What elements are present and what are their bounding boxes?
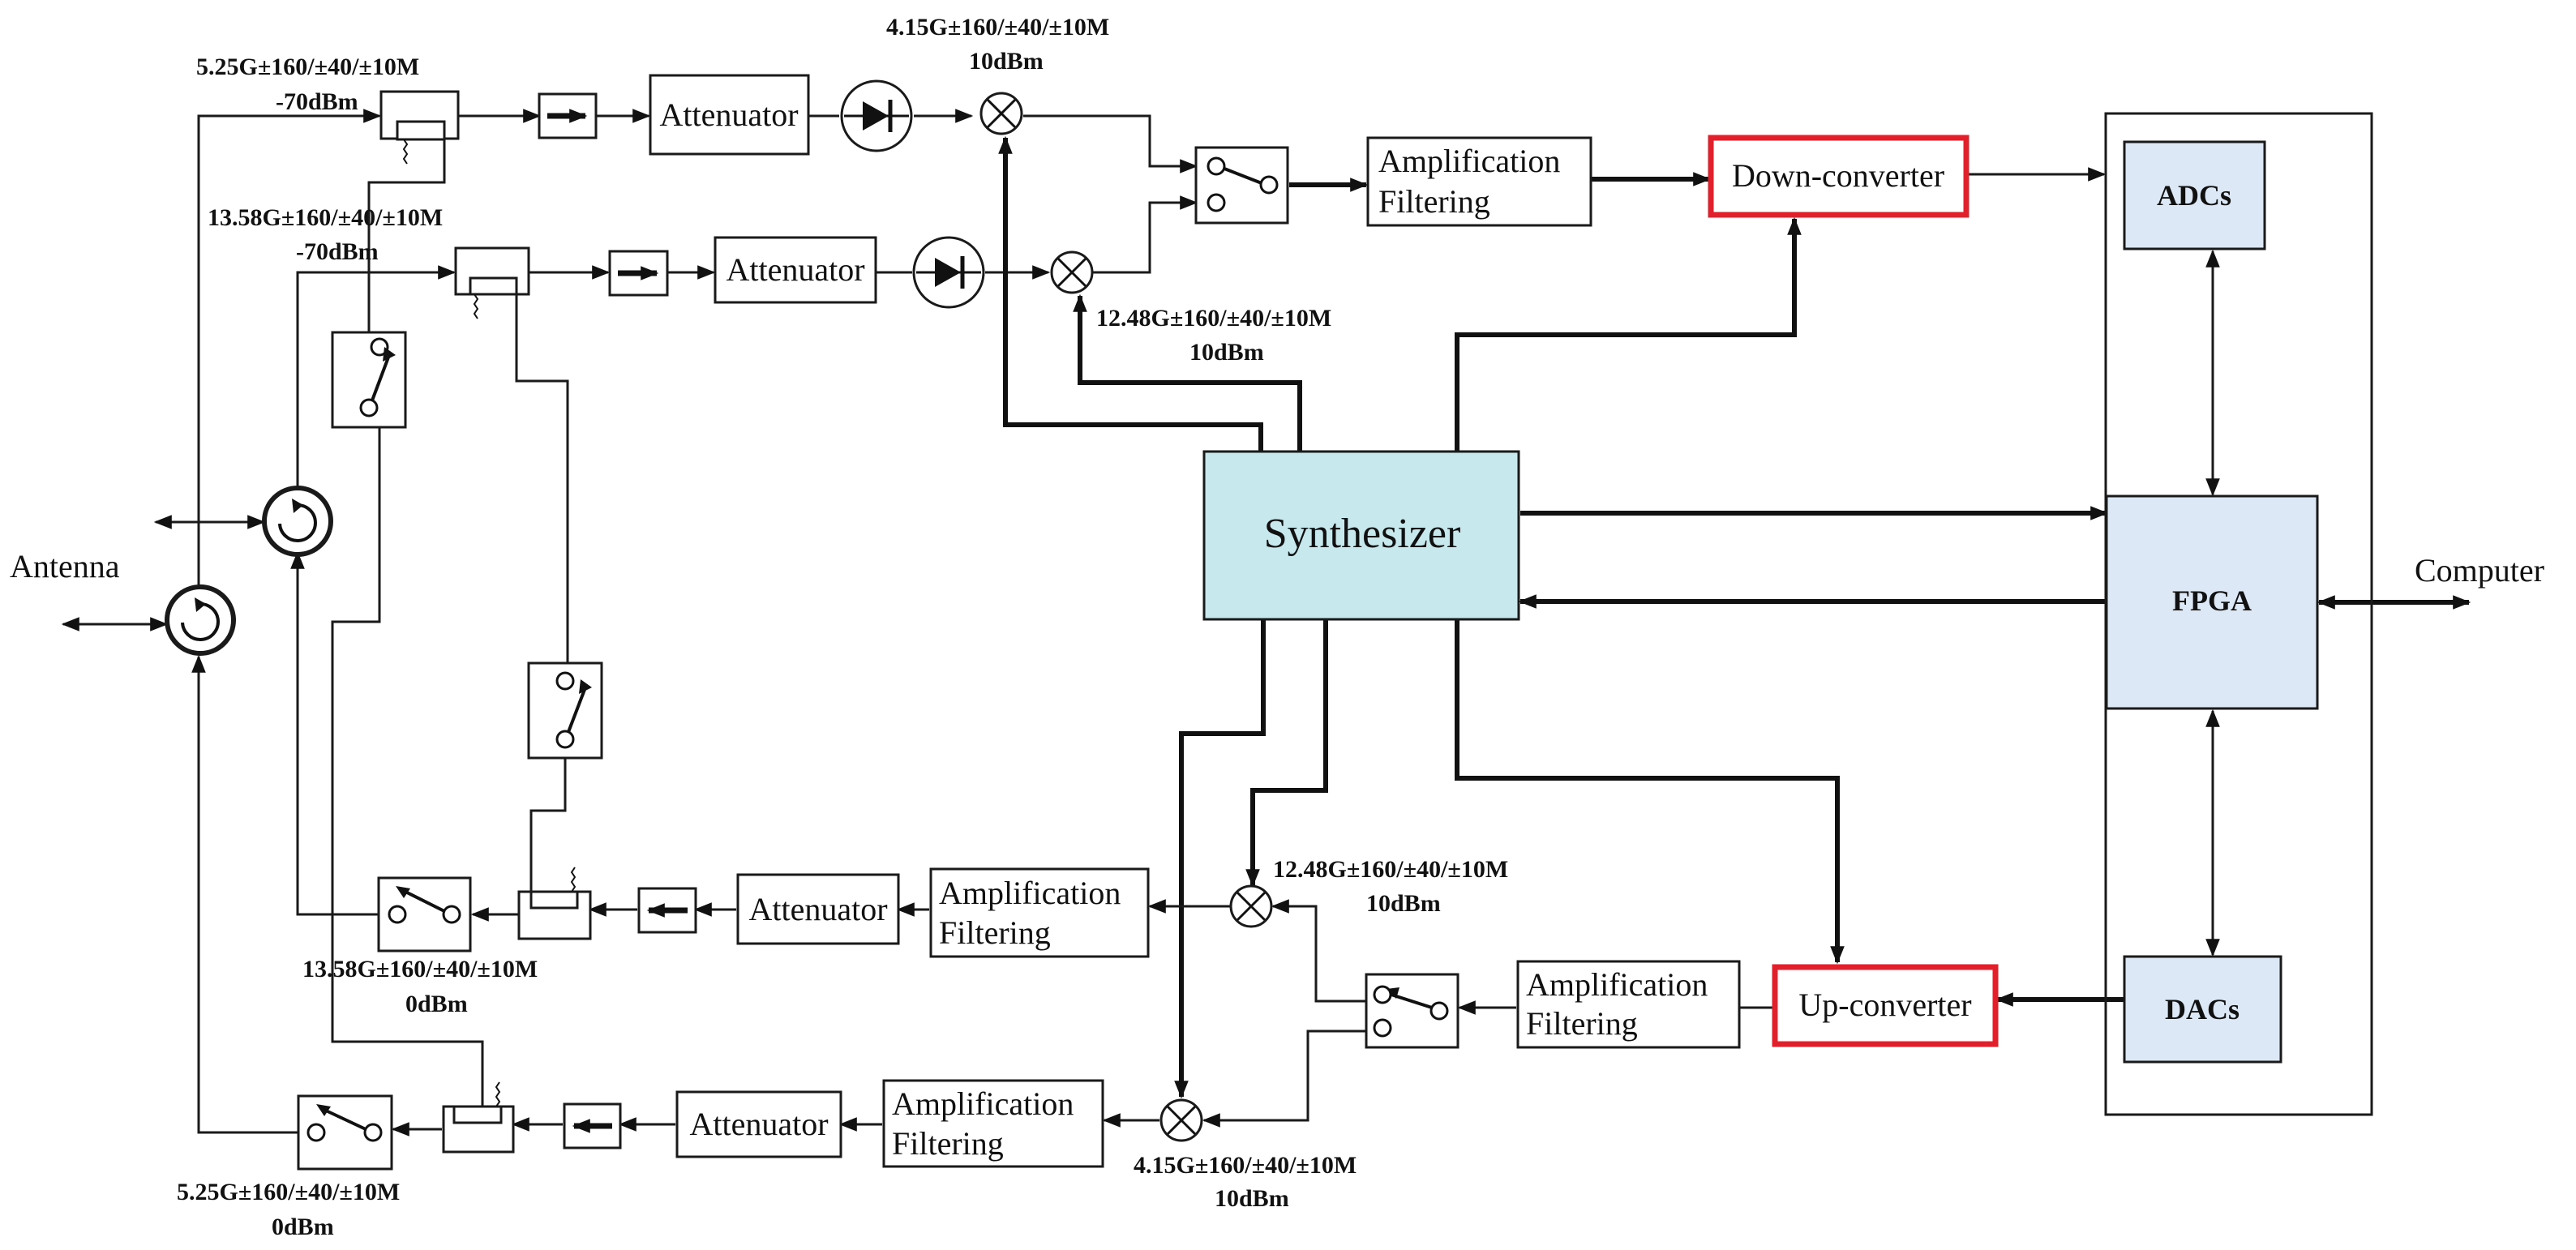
lo-wire-synth-mixer-rx415 bbox=[998, 135, 1263, 452]
amp-filter-tx1358-line2: Filtering bbox=[939, 914, 1051, 951]
amp-filter-tx525[interactable]: Amplification Filtering bbox=[882, 1079, 1104, 1168]
freq-label-rx1358-line2: -70dBm bbox=[296, 238, 379, 265]
freq-label-rx1358-line1: 13.58G±160/±40/±10M bbox=[208, 204, 443, 231]
tx1358-wire-switch-circulator bbox=[290, 550, 379, 916]
attenuator-rx1358[interactable]: Attenuator bbox=[714, 236, 877, 304]
rx1358-coupler-detector-wire bbox=[515, 293, 569, 662]
freq-label-lo-rx415-line2: 10dBm bbox=[969, 48, 1044, 75]
synthesizer-block[interactable]: Synthesizer bbox=[1202, 450, 1520, 621]
rx525-detector-to-tx1358-wire bbox=[331, 428, 484, 1107]
rf-switch-icon bbox=[527, 661, 603, 760]
antenna-label: Antenna bbox=[10, 548, 120, 584]
attenuator-rx1358-label: Attenuator bbox=[726, 251, 864, 288]
attenuator-tx525-label: Attenuator bbox=[689, 1106, 828, 1142]
isolator-icon bbox=[637, 887, 697, 934]
synthesizer-label: Synthesizer bbox=[1264, 511, 1461, 557]
tx525-wire-switch-circulator bbox=[191, 654, 298, 1134]
isolator-icon bbox=[538, 92, 598, 139]
amp-filter-tx-main-line1: Amplification bbox=[1526, 966, 1708, 1003]
dacs-block[interactable]: DACs bbox=[2123, 955, 2282, 1064]
attenuator-tx1358-label: Attenuator bbox=[748, 891, 887, 927]
isolator-icon bbox=[563, 1102, 622, 1149]
attenuator-rx525-label: Attenuator bbox=[659, 96, 798, 133]
mixer-icon bbox=[1159, 1098, 1203, 1142]
freq-label-lo-tx415-line2: 10dBm bbox=[1215, 1185, 1289, 1212]
amp-filter-tx-main-line2: Filtering bbox=[1526, 1005, 1638, 1042]
attenuator-tx1358[interactable]: Attenuator bbox=[736, 873, 900, 945]
amp-filter-tx1358[interactable]: Amplification Filtering bbox=[929, 867, 1150, 958]
fpga-block[interactable]: FPGA bbox=[2105, 494, 2319, 710]
diode-limiter-icon bbox=[840, 79, 913, 152]
freq-label-lo-rx415-line1: 4.15G±160/±40/±10M bbox=[886, 14, 1109, 41]
amp-filter-tx-main[interactable]: Amplification Filtering bbox=[1516, 960, 1741, 1049]
amp-filter-tx525-line1: Amplification bbox=[892, 1085, 1074, 1122]
down-converter-block[interactable]: Down-converter bbox=[1708, 135, 1970, 218]
rx1358-wire-mixer-switch bbox=[1092, 195, 1198, 274]
amp-filter-rx-line2: Filtering bbox=[1378, 183, 1490, 220]
freq-label-lo-tx415-line1: 4.15G±160/±40/±10M bbox=[1134, 1152, 1357, 1179]
diode-limiter-icon bbox=[912, 236, 985, 309]
amp-filter-tx525-line2: Filtering bbox=[892, 1125, 1004, 1162]
circulator-icon bbox=[262, 486, 333, 557]
adcs-block[interactable]: ADCs bbox=[2123, 140, 2266, 250]
rf-switch-icon bbox=[331, 331, 407, 429]
amp-filter-tx1358-line1: Amplification bbox=[939, 875, 1121, 911]
amp-filter-rx[interactable]: Amplification Filtering bbox=[1366, 136, 1592, 227]
directional-coupler-icon bbox=[517, 867, 592, 940]
freq-label-tx525-line2: 0dBm bbox=[272, 1214, 334, 1240]
lo-wire-synth-mixer-tx1248 bbox=[1245, 620, 1328, 888]
tx-wire-switch-mixer415 bbox=[1202, 1030, 1366, 1128]
attenuator-rx525[interactable]: Attenuator bbox=[649, 74, 810, 156]
attenuator-tx525[interactable]: Attenuator bbox=[675, 1090, 842, 1158]
directional-coupler-icon bbox=[454, 246, 530, 319]
directional-coupler-icon bbox=[442, 1081, 515, 1154]
dacs-label: DACs bbox=[2165, 993, 2240, 1025]
up-converter-label: Up-converter bbox=[1798, 987, 1971, 1023]
tx-wire-switch-mixer1248 bbox=[1271, 899, 1366, 1003]
freq-label-tx1358-line2: 0dBm bbox=[405, 991, 468, 1017]
freq-label-tx525-line1: 5.25G±160/±40/±10M bbox=[177, 1179, 400, 1205]
isolator-icon bbox=[608, 250, 669, 297]
rx1358-wire-antenna bbox=[296, 265, 456, 490]
directional-coupler-icon bbox=[379, 90, 460, 165]
rf-switch-icon bbox=[1365, 973, 1459, 1049]
down-converter-label: Down-converter bbox=[1732, 157, 1944, 194]
freq-label-tx1358-line1: 13.58G±160/±40/±10M bbox=[302, 956, 538, 982]
freq-label-lo-rx1248-line2: 10dBm bbox=[1189, 339, 1264, 366]
rx525-wire-antenna bbox=[197, 109, 382, 592]
mixer-icon bbox=[1050, 250, 1094, 294]
mixer-icon bbox=[1229, 884, 1273, 928]
adcs-label: ADCs bbox=[2157, 179, 2231, 212]
fpga-label: FPGA bbox=[2172, 584, 2252, 617]
tx1358-coupler-detector-wire bbox=[529, 758, 567, 895]
amp-filter-rx-line1: Amplification bbox=[1378, 143, 1560, 179]
lo-wire-synth-downconverter bbox=[1455, 216, 1802, 452]
lo-wire-synth-mixer-tx415 bbox=[1174, 620, 1266, 1099]
rx525-coupler-detector-wire bbox=[367, 138, 446, 332]
signal-wires bbox=[61, 109, 2471, 1137]
rf-switch-icon bbox=[1194, 146, 1289, 225]
circulator-icon bbox=[165, 584, 236, 656]
rx525-wire-mixer-switch bbox=[1023, 114, 1198, 173]
rf-switch-icon bbox=[297, 1094, 393, 1171]
freq-label-rx525-line1: 5.25G±160/±40/±10M bbox=[196, 54, 419, 80]
freq-label-rx525-line2: -70dBm bbox=[276, 88, 358, 115]
freq-label-lo-tx1248-line1: 12.48G±160/±40/±10M bbox=[1273, 856, 1508, 883]
lo-wire-synth-mixer-rx1248 bbox=[1073, 293, 1302, 452]
rf-switch-icon bbox=[377, 876, 472, 952]
computer-label: Computer bbox=[2415, 552, 2544, 589]
mixer-icon bbox=[979, 92, 1023, 135]
lo-wire-synth-upconverter bbox=[1455, 620, 1845, 965]
up-converter-block[interactable]: Up-converter bbox=[1772, 964, 1999, 1047]
freq-label-lo-rx1248-line1: 12.48G±160/±40/±10M bbox=[1096, 305, 1331, 332]
freq-label-lo-tx1248-line2: 10dBm bbox=[1366, 890, 1441, 917]
